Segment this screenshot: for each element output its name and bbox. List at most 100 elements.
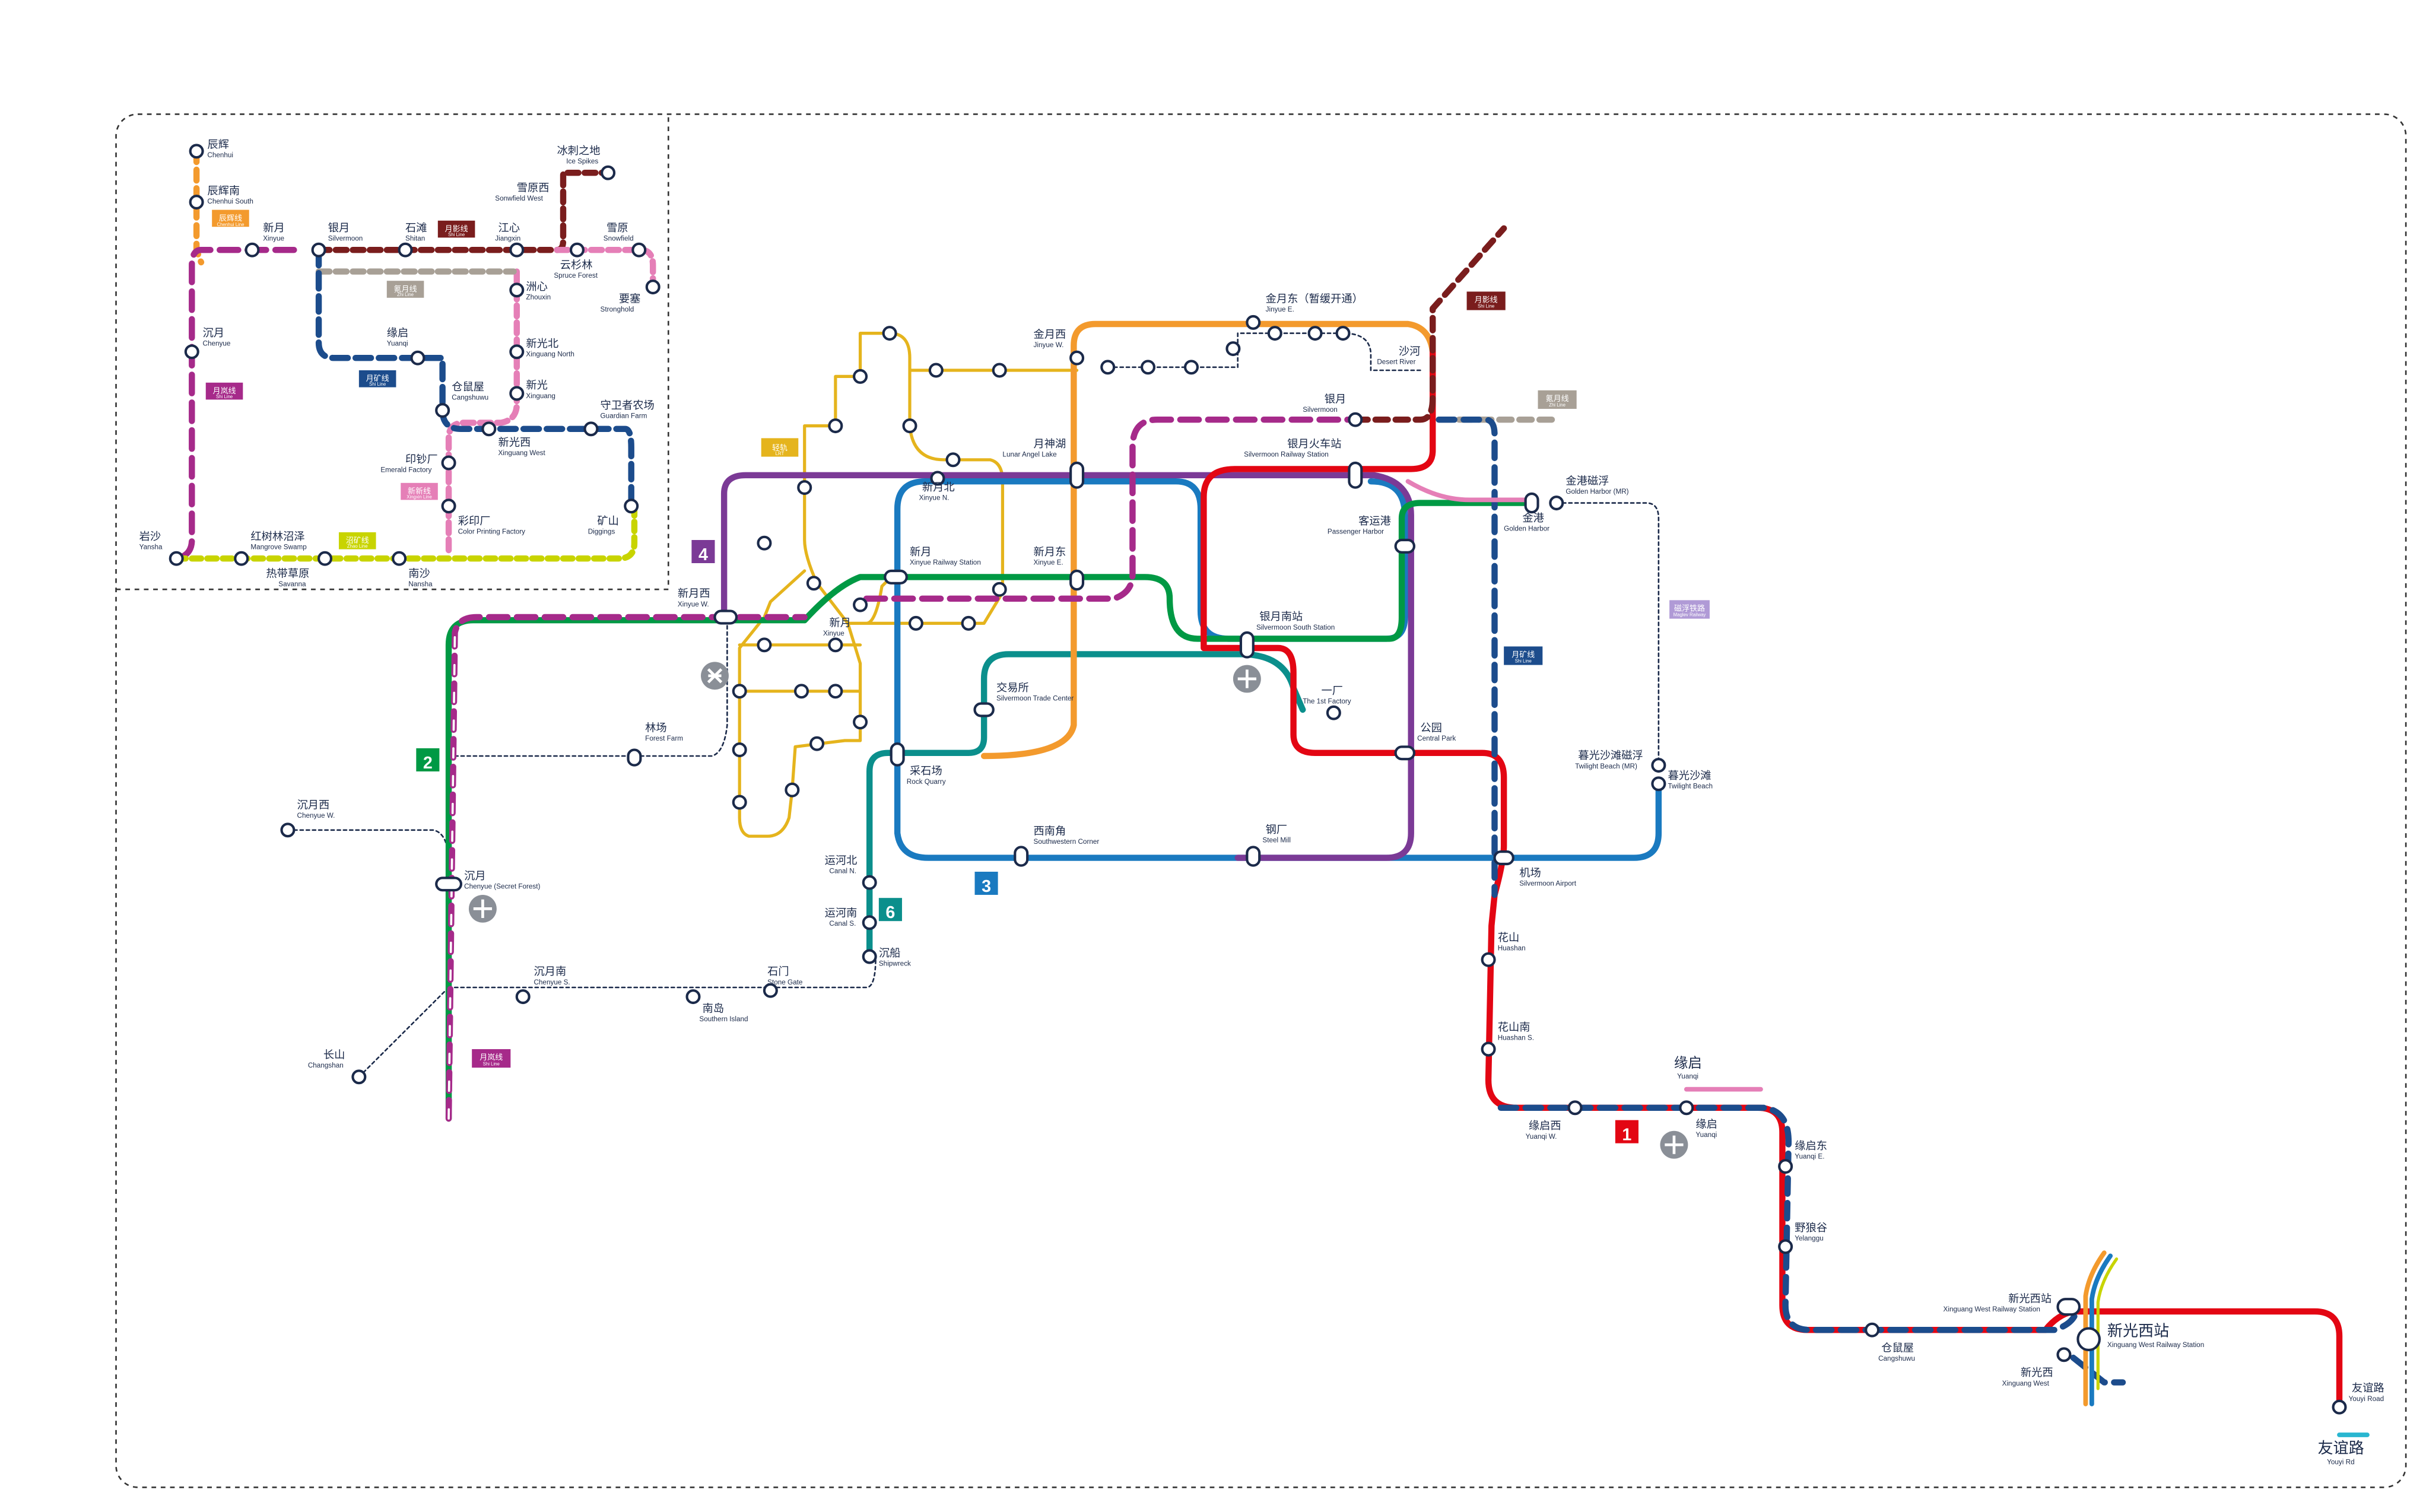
station-marker [1140,360,1156,375]
station-marker [1225,341,1241,357]
svg-text:Cangshuwu: Cangshuwu [452,393,488,401]
connector-forest [447,616,728,757]
svg-text:友谊路: 友谊路 [2318,1439,2364,1457]
svg-text:Shi Line: Shi Line [1478,304,1494,309]
station-marker [732,742,747,758]
svg-text:Silvermoon Railway Station: Silvermoon Railway Station [1244,451,1329,459]
svg-text:氪月线: 氪月线 [394,284,417,293]
svg-text:3: 3 [982,877,991,896]
station-marker [961,615,976,631]
svg-text:云杉林: 云杉林 [560,259,593,271]
svg-text:Rock Quarry: Rock Quarry [907,778,946,786]
inset-line-crescent [173,247,297,562]
svg-text:月矿线: 月矿线 [1512,650,1535,659]
svg-text:Cangshuwu: Cangshuwu [1878,1355,1915,1362]
station-marker [1335,326,1351,341]
svg-text:雪原西: 雪原西 [517,182,550,193]
map-frame [115,113,2407,1488]
svg-text:新月: 新月 [263,222,284,234]
svg-text:Mangrove Swamp: Mangrove Swamp [250,544,307,551]
station-marker [481,421,497,437]
station-marker [1348,412,1363,427]
interchange-marker [627,748,642,767]
svg-text:Xinguang North: Xinguang North [526,351,574,358]
svg-text:Twilight Beach (MR): Twilight Beach (MR) [1575,763,1637,770]
station-marker [569,242,585,258]
svg-text:公园: 公园 [1420,722,1441,733]
station-marker [862,949,877,964]
interchange-marker [1014,846,1029,867]
interchange-marker [1246,846,1261,867]
svg-text:缘启东: 缘启东 [1795,1140,1827,1152]
interchange-marker [973,702,995,717]
interchange-marker [713,609,738,625]
svg-text:江心: 江心 [498,222,520,234]
station-marker [828,684,843,699]
svg-text:Savanna: Savanna [278,580,306,588]
svg-text:西南角: 西南角 [1034,825,1066,837]
station-marker [601,165,616,180]
svg-text:Southwestern Corner: Southwestern Corner [1034,838,1100,846]
station-marker [311,242,326,258]
svg-text:Xinyue: Xinyue [823,630,844,637]
badge-line-6: 6 [878,898,902,922]
svg-text:印钞厂: 印钞厂 [405,453,438,465]
svg-text:南沙: 南沙 [408,567,430,579]
svg-text:沙河: 沙河 [1399,345,1420,357]
station-marker [1267,326,1282,341]
station-marker [757,637,772,653]
svg-text:彩印厂: 彩印厂 [458,515,491,527]
svg-text:花山南: 花山南 [1498,1021,1530,1033]
svg-text:石滩: 石滩 [405,222,427,234]
station-marker [1481,1041,1496,1057]
svg-text:要塞: 要塞 [619,293,640,305]
line-lightrail [738,332,1079,838]
svg-text:Yuanqi: Yuanqi [387,339,408,347]
svg-text:LRT: LRT [776,451,785,456]
svg-text:4: 4 [698,545,708,564]
station-marker [1865,1322,1880,1338]
svg-text:Zhouxin: Zhouxin [526,293,551,301]
interchange-marker [2076,1327,2101,1352]
svg-text:Diggings: Diggings [588,528,615,536]
station-marker [1679,1100,1694,1116]
svg-text:Jiangxin: Jiangxin [495,235,520,243]
station-marker [189,144,204,159]
station-marker [992,582,1007,597]
svg-text:新光: 新光 [526,379,547,391]
svg-text:Steel Mill: Steel Mill [1262,837,1291,844]
station-marker [509,386,525,401]
svg-text:石门: 石门 [767,965,789,977]
station-marker [862,875,877,890]
svg-text:Maglev Railway: Maglev Railway [1674,612,1706,618]
svg-text:矿山: 矿山 [597,515,618,527]
svg-text:Yelanggu: Yelanggu [1795,1234,1823,1242]
svg-text:Shi Line: Shi Line [369,382,386,387]
svg-text:Youyi Road: Youyi Road [2349,1395,2384,1403]
svg-text:新光西站: 新光西站 [2008,1292,2052,1304]
svg-text:沉月: 沉月 [203,327,224,339]
svg-text:Color Printing Factory: Color Printing Factory [458,528,525,536]
